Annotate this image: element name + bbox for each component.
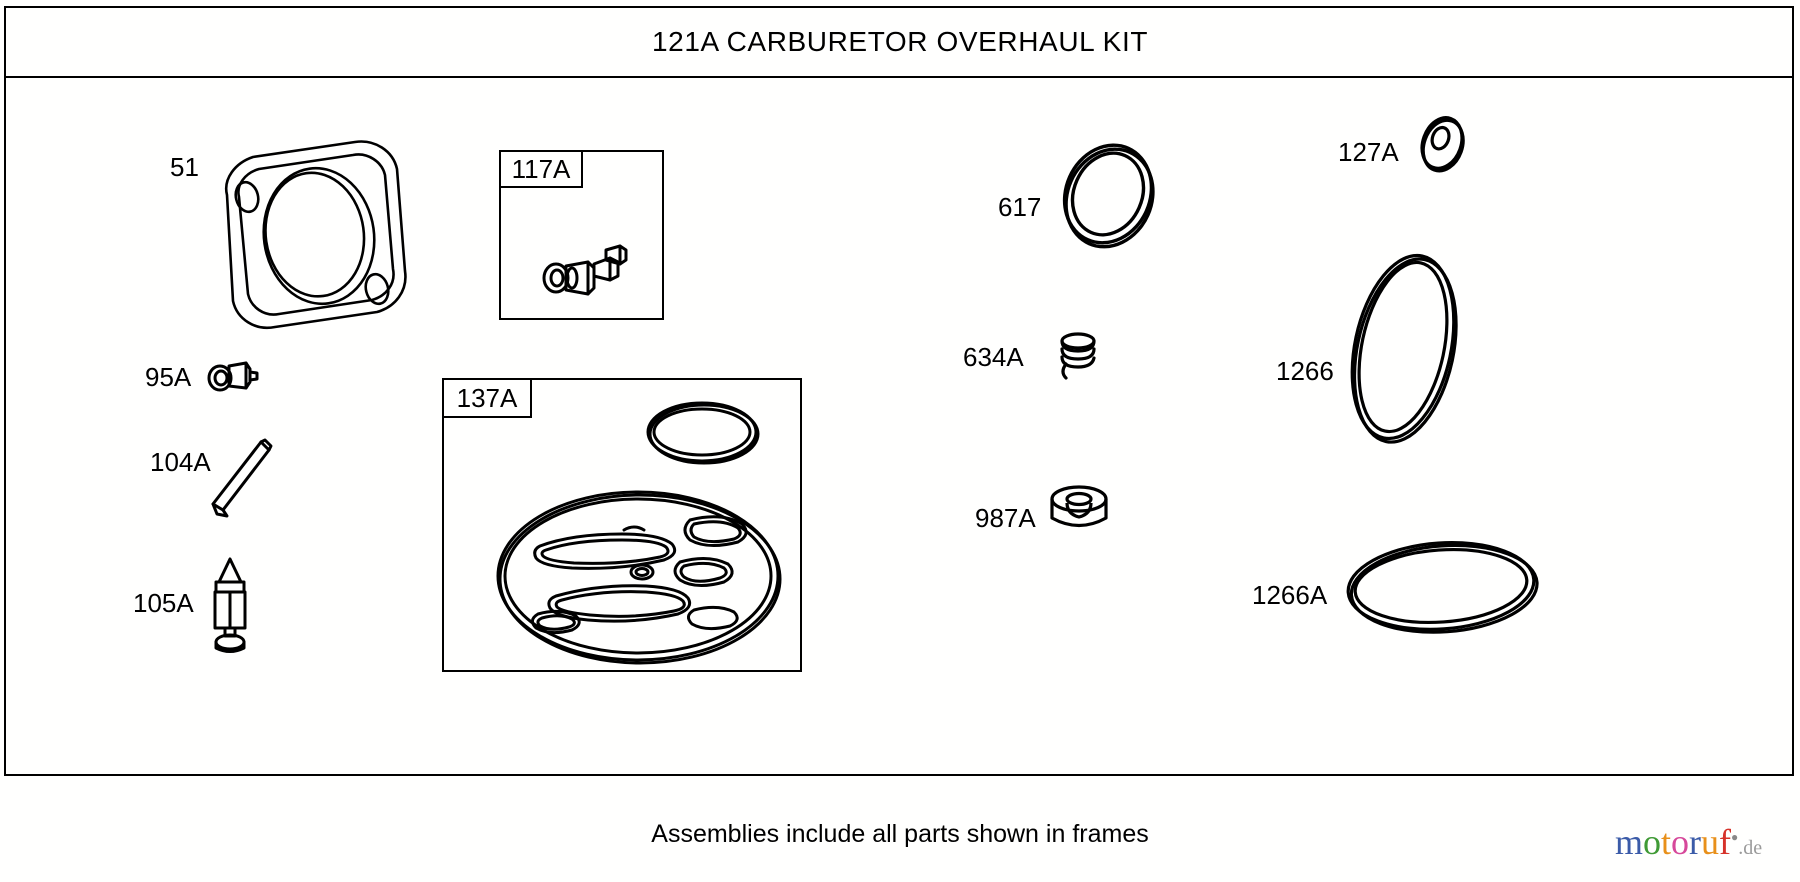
logo-letter-m: m [1615, 822, 1644, 862]
title-divider [4, 76, 1794, 78]
page-title: 121A CARBURETOR OVERHAUL KIT [651, 26, 1149, 57]
logo-letter-r: r [1689, 822, 1702, 862]
logo-letter-f: f [1719, 822, 1732, 862]
frame-tag-137a: 137A [442, 378, 532, 418]
motoruf-logo[interactable]: motoruf●.de [1615, 824, 1762, 860]
callout-95a: 95A [145, 362, 192, 392]
part-art-137a-gasket [494, 490, 782, 665]
sheet-border [4, 6, 1794, 776]
part-art-104a [205, 438, 285, 524]
part-art-105a [203, 556, 259, 656]
callout-127a: 127A [1338, 137, 1399, 167]
part-art-1266a [1345, 532, 1541, 642]
logo-letter-t: t [1661, 822, 1672, 862]
part-art-127a [1412, 112, 1474, 174]
part-art-1266 [1345, 250, 1465, 446]
part-art-617 [1050, 140, 1168, 249]
logo-letter-u: u [1701, 822, 1720, 862]
part-art-51 [205, 135, 425, 345]
part-art-95a [205, 355, 261, 401]
callout-987a: 987A [975, 503, 1036, 533]
logo-dot: ● [1731, 830, 1739, 844]
callout-1266: 1266 [1276, 356, 1334, 386]
part-art-137a-oring [645, 398, 765, 466]
callout-1266a: 1266A [1252, 580, 1328, 610]
frame-tag-117a: 117A [499, 150, 583, 188]
frame-137a [442, 378, 802, 672]
callout-634a: 634A [963, 342, 1024, 372]
logo-letter-o1: o [1643, 822, 1662, 862]
logo-letter-o2: o [1671, 822, 1690, 862]
part-art-634a [1052, 330, 1108, 386]
footer-note: Assemblies include all parts shown in fr… [651, 820, 1149, 848]
part-art-117a [536, 240, 646, 302]
callout-617: 617 [998, 192, 1042, 222]
callout-105a: 105A [133, 588, 194, 618]
logo-tld: .de [1738, 837, 1763, 859]
part-art-987a [1048, 484, 1110, 544]
callout-104a: 104A [150, 447, 211, 477]
callout-51: 51 [170, 152, 199, 182]
